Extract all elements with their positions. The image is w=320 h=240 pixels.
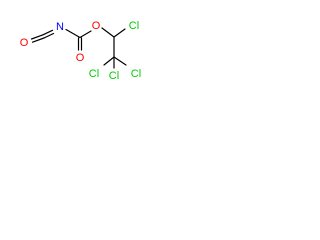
- atom-cl-middle: Cl: [109, 70, 119, 82]
- bond-c-cl-right: [113, 56, 127, 66]
- atom-cl-right: Cl: [131, 68, 141, 80]
- atom-o-isocyanate: O: [20, 37, 29, 49]
- bond-c-n-isocyanate-a: [43, 32, 55, 39]
- bond-o-c-isocyanate-a: [31, 37, 45, 43]
- atom-cl-left: Cl: [89, 68, 99, 80]
- bond-c-o-ester: [79, 30, 92, 39]
- atom-n-isocyanate: N: [56, 21, 64, 33]
- bond-o-c-isocyanate-b: [30, 34, 44, 40]
- bond-c-n-isocyanate-b: [42, 29, 54, 36]
- bond-c-cl-alpha: [113, 28, 126, 38]
- molecule-structure-diagram: O N O O Cl Cl Cl Cl: [20, 20, 141, 82]
- bond-o-c-alpha: [101, 27, 115, 38]
- bond-c-cl-left: [103, 56, 115, 66]
- bond-n-c-carbamate: [65, 28, 81, 39]
- atom-o-ester: O: [92, 20, 101, 32]
- atom-o-carbonyl: O: [76, 52, 85, 64]
- atom-cl-alpha: Cl: [129, 20, 139, 32]
